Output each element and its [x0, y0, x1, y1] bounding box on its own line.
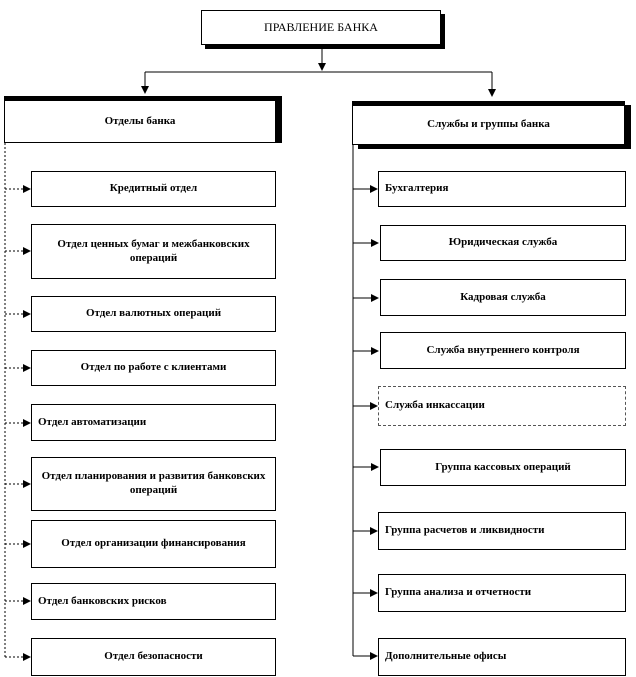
- bank-board-box: ПРАВЛЕНИЕ БАНКА: [201, 10, 441, 45]
- bank-board-label: ПРАВЛЕНИЕ БАНКА: [264, 20, 378, 34]
- service-box: Группа кассовых операций: [380, 449, 626, 486]
- department-label: Отдел валютных операций: [85, 307, 222, 320]
- department-box: Отдел организации финансирования: [31, 520, 276, 568]
- service-box: Группа анализа и отчетности: [378, 574, 626, 612]
- department-box: Кредитный отдел: [31, 171, 276, 207]
- service-label: Группа кассовых операций: [435, 460, 571, 473]
- department-box: Отдел безопасности: [31, 638, 276, 676]
- department-box: Отдел автоматизации: [31, 404, 276, 441]
- department-box: Отдел планирования и развития банковских…: [31, 457, 276, 511]
- department-box: Отдел ценных бумаг и межбанковских опера…: [31, 224, 276, 279]
- service-label: Юридическая служба: [448, 236, 558, 249]
- departments-header-box: Отделы банка: [4, 96, 276, 143]
- department-label: Отдел планирования и развития банковских…: [41, 470, 266, 496]
- department-label: Отдел ценных бумаг и межбанковских опера…: [57, 237, 250, 264]
- service-label: Кадровая служба: [460, 290, 546, 303]
- service-label: Служба инкассации: [385, 399, 485, 412]
- service-box: Группа расчетов и ликвидности: [378, 512, 626, 550]
- service-label: Группа расчетов и ликвидности: [385, 524, 545, 537]
- department-label: Отдел автоматизации: [38, 415, 147, 428]
- service-label: Группа анализа и отчетности: [385, 586, 532, 599]
- department-label: Отдел по работе с клиентами: [80, 361, 227, 374]
- service-box: Юридическая служба: [380, 225, 626, 261]
- department-box: Отдел по работе с клиентами: [31, 350, 276, 386]
- service-box: Бухгалтерия: [378, 171, 626, 207]
- service-label: Дополнительные офисы: [385, 650, 507, 663]
- department-label: Отдел организации финансирования: [61, 537, 246, 550]
- service-box: Служба инкассации: [378, 386, 626, 426]
- department-box: Отдел банковских рисков: [31, 583, 276, 620]
- service-box: Служба внутреннего контроля: [380, 332, 626, 369]
- service-box: Дополнительные офисы: [378, 638, 626, 676]
- services-header-label: Службы и группы банка: [427, 118, 550, 131]
- service-label: Бухгалтерия: [385, 182, 449, 195]
- department-label: Отдел банковских рисков: [38, 594, 167, 607]
- department-label: Отдел безопасности: [104, 650, 203, 663]
- departments-header-label: Отделы банка: [104, 114, 176, 127]
- service-label: Служба внутреннего контроля: [426, 343, 580, 356]
- department-box: Отдел валютных операций: [31, 296, 276, 332]
- services-header-box: Службы и группы банка: [352, 101, 625, 145]
- department-label: Кредитный отдел: [109, 182, 198, 195]
- service-box: Кадровая служба: [380, 279, 626, 316]
